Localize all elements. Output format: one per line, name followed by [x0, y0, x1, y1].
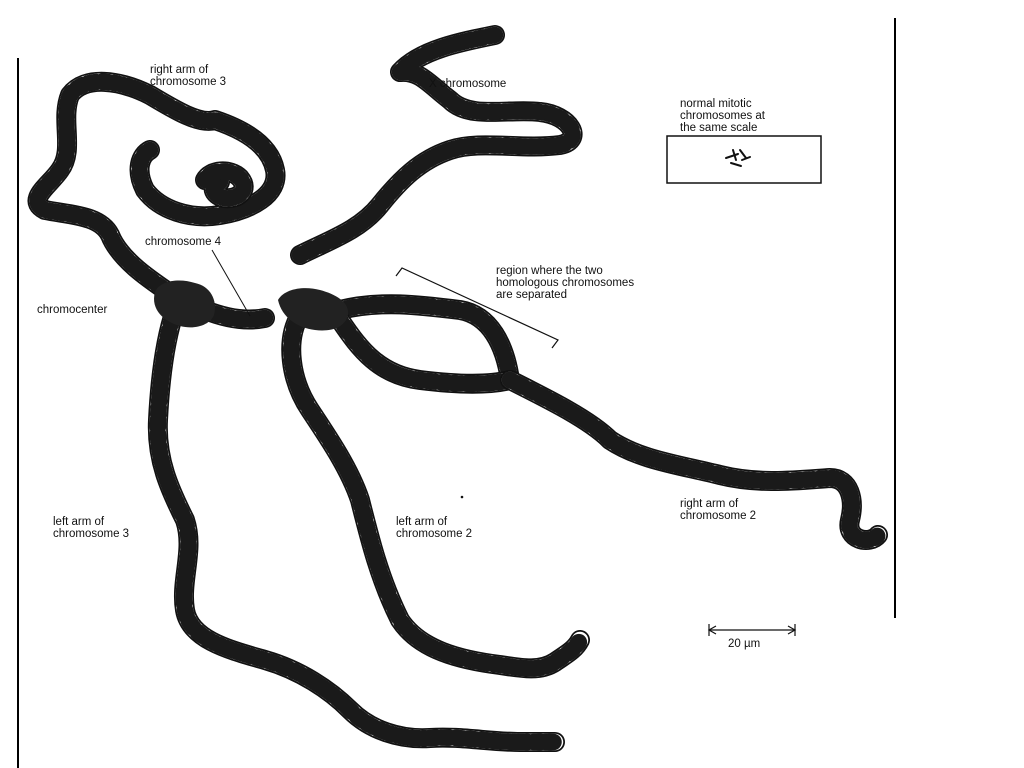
left-arm-chromosome-2-fine-bands: [283, 306, 589, 677]
label-chromocenter: chromocenter: [37, 304, 108, 316]
x-chromosome-arm-fine-bands: [291, 26, 581, 264]
right-border-line: [894, 18, 896, 618]
mitotic-chromosomes-glyph: [725, 149, 751, 167]
label-normal-mitotic-chromosomes: normal mitotic chromosomes at the same s…: [680, 98, 766, 134]
label-scale-bar: 20 µm: [728, 638, 761, 650]
left-arm-chromosome-2-bands: [283, 306, 589, 677]
left-arm-chromosome-2-core: [283, 306, 589, 677]
label-x-chromosome: X chromosome: [429, 78, 507, 90]
left-arm-chromosome-2: [291, 315, 580, 668]
left-arm-chromosome-2-outline: [281, 305, 590, 679]
right-arm-chromosome-3-fine-bands: [29, 73, 284, 309]
chromosome-4-leader: [211, 249, 251, 317]
label-chromosome-4: chromosome 4: [145, 236, 222, 248]
label-left-arm-chromosome-3: left arm of chromosome 3: [53, 516, 130, 540]
label-separated-region: region where the two homologous chromoso…: [496, 265, 635, 301]
label-right-arm-chromosome-2: right arm of chromosome 2: [680, 498, 757, 522]
chromocenter-blob-right: [278, 288, 349, 331]
label-right-arm-chromosome-3: right arm of chromosome 3: [150, 64, 227, 88]
right-arm-chromosome-2-fine-bands: [501, 371, 887, 549]
region-bracket: [395, 267, 559, 349]
left-arm-chromosome-3-fine-bands: [149, 301, 564, 751]
scale-bar: [707, 624, 797, 636]
left-border-line: [17, 58, 19, 768]
label-left-arm-chromosome-2: left arm of chromosome 2: [396, 516, 473, 540]
homolog-strand-upper-fine-bands: [331, 295, 519, 389]
stray-dot: [460, 495, 464, 499]
homolog-strand-lower-fine-bands: [331, 311, 519, 392]
chromocenter-blob-left: [154, 280, 216, 328]
right-arm-3-coil-fine-bands: [196, 163, 252, 207]
